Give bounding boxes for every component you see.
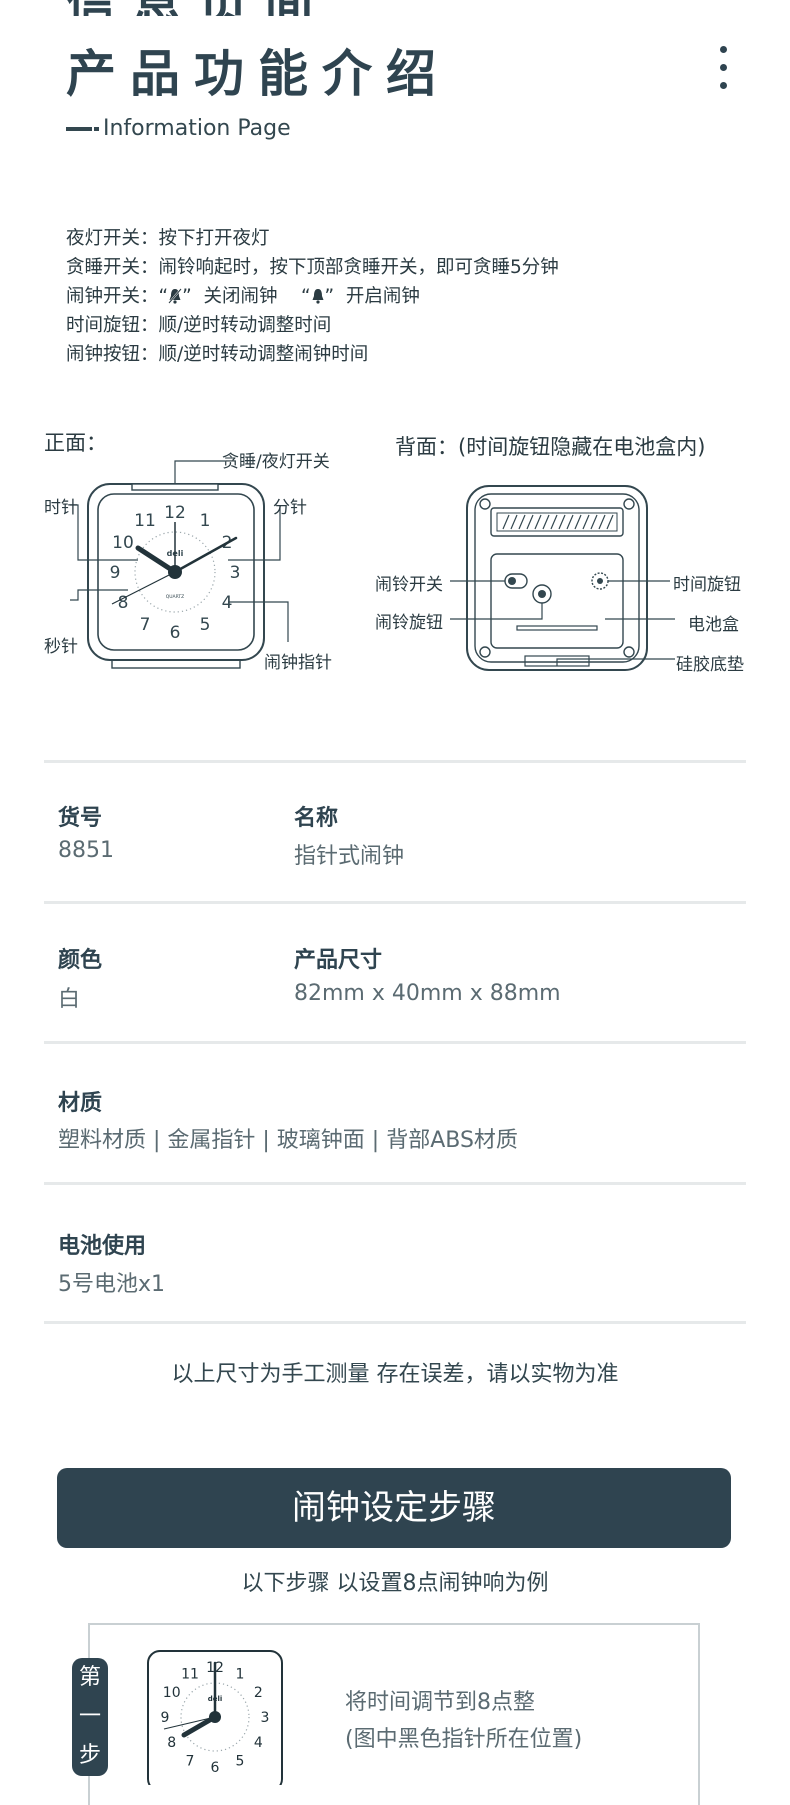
more-menu-icon[interactable] bbox=[715, 46, 731, 100]
step-tag-char: 步 bbox=[78, 1743, 101, 1768]
label-alarm-hand: 闹钟指针 bbox=[264, 653, 332, 673]
divider bbox=[44, 1321, 746, 1324]
dial-number: 3 bbox=[261, 1710, 270, 1726]
vent-slat bbox=[558, 514, 566, 530]
label-second-hand: 秒针 bbox=[44, 637, 78, 657]
label-time-knob: 时间旋钮 bbox=[673, 575, 741, 595]
dial-number: 1 bbox=[236, 1667, 245, 1683]
vent-slat bbox=[582, 514, 590, 530]
dial-number: 11 bbox=[134, 511, 156, 531]
divider bbox=[44, 901, 746, 904]
dial-number: 4 bbox=[254, 1735, 263, 1751]
step1-clock-illustration: 121234567891011 deli bbox=[147, 1650, 283, 1785]
dial-number: 4 bbox=[222, 593, 233, 613]
function-list: 夜灯开关：按下打开夜灯 贪睡开关：闹铃响起时，按下顶部贪睡开关，即可贪睡5分钟 … bbox=[66, 224, 559, 369]
function-night-light: 夜灯开关：按下打开夜灯 bbox=[66, 228, 270, 249]
vent-slat bbox=[598, 514, 606, 530]
dial-number: 1 bbox=[200, 511, 211, 531]
function-alarm-knob: 闹钟按钮：顺/逆时转动调整闹钟时间 bbox=[66, 344, 369, 365]
divider bbox=[44, 1182, 746, 1185]
dial-number: 7 bbox=[140, 615, 151, 635]
step-tag: 第一步 bbox=[72, 1658, 108, 1776]
vent-slat bbox=[566, 514, 574, 530]
back-clock-diagram bbox=[450, 485, 675, 671]
alarm-setup-banner: 闹钟设定步骤 bbox=[57, 1468, 731, 1548]
dial-number: 5 bbox=[236, 1753, 245, 1769]
vent-slat bbox=[510, 514, 518, 530]
vent-slat bbox=[550, 514, 558, 530]
spec-size: 82mm x 40mm x 88mm bbox=[294, 981, 561, 1006]
label-hour-hand: 时针 bbox=[44, 498, 78, 518]
step-tag-char: 一 bbox=[78, 1704, 101, 1729]
function-snooze: 贪睡开关：闹铃响起时，按下顶部贪睡开关，即可贪睡5分钟 bbox=[66, 257, 559, 278]
vent-slat bbox=[606, 514, 614, 530]
dial-number: 6 bbox=[211, 1760, 220, 1776]
label-minute-hand: 分针 bbox=[273, 498, 307, 518]
divider bbox=[44, 1041, 746, 1044]
subtitle-text: Information Page bbox=[103, 116, 291, 141]
label-battery-box: 电池盒 bbox=[688, 615, 739, 635]
spec-battery: 5号电池x1 bbox=[58, 1272, 166, 1297]
vent-slat bbox=[574, 514, 582, 530]
dial-number: 6 bbox=[170, 623, 181, 643]
spec-name: 指针式闹钟 bbox=[294, 844, 405, 869]
vent-slat bbox=[502, 514, 510, 530]
label-alarm-knob: 闹铃旋钮 bbox=[375, 613, 443, 633]
vent-slat bbox=[518, 514, 526, 530]
dash-decoration bbox=[66, 127, 92, 131]
dial-number: 8 bbox=[167, 1735, 176, 1751]
dial-number: 11 bbox=[181, 1667, 199, 1683]
function-alarm-switch: 闹钟开关：“” 关闭闹钟 “” 开启闹钟 bbox=[66, 286, 420, 307]
dial-number: 8 bbox=[118, 593, 129, 613]
label-snooze-switch: 贪睡/夜灯开关 bbox=[222, 452, 330, 472]
dial-number: 7 bbox=[186, 1753, 195, 1769]
divider bbox=[44, 760, 746, 763]
alarm-setup-subtitle: 以下步骤 以设置8点闹钟响为例 bbox=[241, 1571, 549, 1596]
dial-number: 10 bbox=[112, 533, 134, 553]
front-clock-diagram: 121234567891011 deli QUARTZ bbox=[70, 460, 289, 669]
step-tag-char: 第 bbox=[78, 1665, 101, 1690]
page-title: 产品功能介绍 bbox=[66, 45, 450, 103]
spec-name-label: 名称 bbox=[294, 806, 339, 831]
front-view-title: 正面： bbox=[44, 431, 107, 455]
label-silicone-pad: 硅胶底垫 bbox=[676, 655, 744, 675]
vent-slat bbox=[526, 514, 534, 530]
back-view-title: 背面：(时间旋钮隐藏在电池盒内) bbox=[395, 435, 706, 459]
spec-color-label: 颜色 bbox=[58, 948, 103, 973]
spec-size-label: 产品尺寸 bbox=[294, 948, 383, 973]
page-subtitle: Information Page bbox=[66, 116, 291, 141]
spec-material-label: 材质 bbox=[58, 1091, 103, 1116]
dial-number: 2 bbox=[254, 1685, 263, 1701]
dial-number: 3 bbox=[230, 563, 241, 583]
measurement-note: 以上尺寸为手工测量 存在误差，请以实物为准 bbox=[171, 1362, 619, 1387]
bell-on-icon bbox=[312, 289, 324, 304]
dial-number: 9 bbox=[110, 563, 121, 583]
vent-slat bbox=[534, 514, 542, 530]
spec-color: 白 bbox=[58, 987, 81, 1012]
dial-number: 9 bbox=[161, 1710, 170, 1726]
dial-number: 12 bbox=[164, 503, 186, 523]
function-time-knob: 时间旋钮：顺/逆时转动调整时间 bbox=[66, 315, 332, 336]
quartz-text: QUARTZ bbox=[166, 594, 185, 600]
spec-material: 塑料材质 | 金属指针 | 玻璃钟面 | 背部ABS材质 bbox=[58, 1128, 518, 1153]
vent-slat bbox=[590, 514, 598, 530]
step1-text: 将时间调节到8点整 (图中黑色指针所在位置) bbox=[345, 1690, 583, 1752]
spec-item-no-label: 货号 bbox=[58, 806, 103, 831]
bell-off-icon bbox=[168, 288, 182, 304]
dial-number: 10 bbox=[163, 1685, 181, 1701]
dial-number: 5 bbox=[200, 615, 211, 635]
label-alarm-switch: 闹铃开关 bbox=[375, 575, 443, 595]
page-title-top: 信息页面 bbox=[66, 0, 330, 16]
dot-decoration bbox=[94, 127, 99, 131]
spec-item-no: 8851 bbox=[58, 838, 114, 863]
vent-slat bbox=[542, 514, 550, 530]
spec-battery-label: 电池使用 bbox=[58, 1234, 147, 1259]
